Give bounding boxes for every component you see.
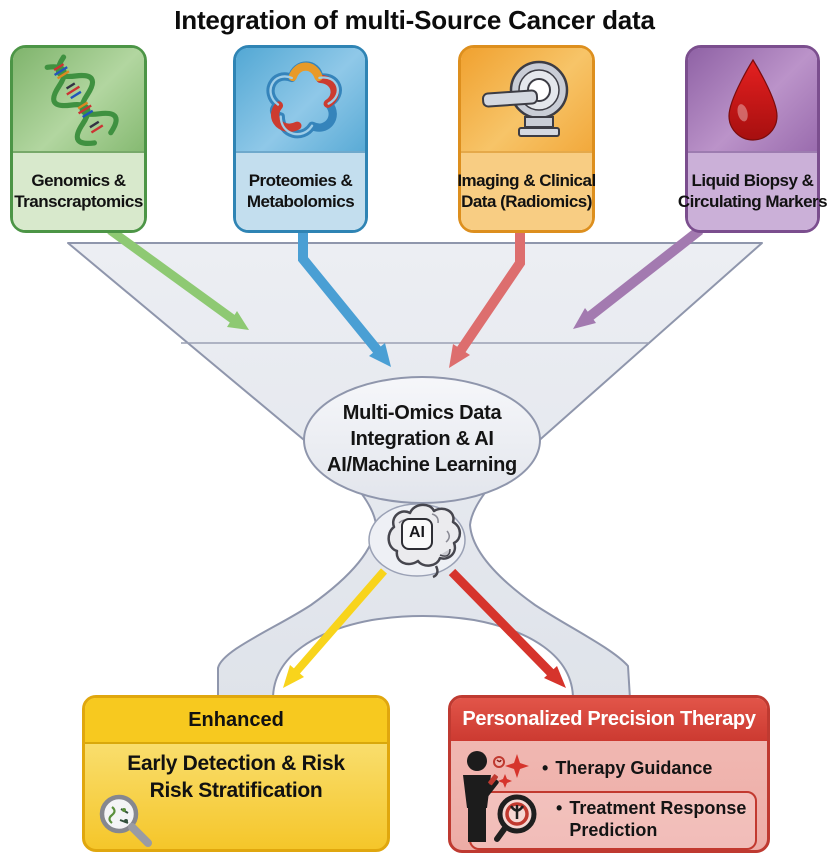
hub-label: Multi-Omics Data Integration & AI AI/Mac… (297, 400, 547, 478)
enhanced-body: Early Detection & Risk Risk Stratificati… (85, 750, 387, 804)
hub-ellipse (303, 376, 541, 504)
therapy-header: Personalized Precision Therapy (451, 698, 767, 741)
blood-drop-icon (688, 48, 817, 151)
enhanced-body-line: Early Detection & Risk (127, 752, 345, 775)
enhanced-header: Enhanced (85, 698, 387, 744)
brain-ai-icon (368, 503, 466, 579)
protein-ribbon-icon (236, 48, 365, 151)
page-title: Integration of multi-Source Cancer data (174, 5, 655, 35)
source-box-liquid-biopsy: Liquid Biopsy & Circulating Markers (678, 45, 828, 233)
bullet-text-line: Treatment Response (569, 798, 747, 818)
hub-label-line: AI/Machine Learning (327, 454, 517, 476)
bullet-text-line: Prediction (569, 820, 658, 840)
therapy-bullet-guidance: • Therapy Guidance (542, 758, 712, 779)
outcome-box-therapy: Personalized Precision Therapy (448, 695, 770, 853)
proteomics-arrow (298, 230, 391, 367)
source-label-line: Metabolomics (246, 191, 355, 211)
source-box-imaging: Imaging & Clinical Data (Radiomics) (457, 45, 596, 233)
bullet-text: Therapy Guidance (555, 758, 713, 778)
source-label-line: Liquid Biopsy & (691, 171, 814, 191)
source-box-proteomics: Proteomies & Metabolomics (233, 45, 368, 233)
ct-scanner-icon (461, 48, 592, 151)
outcome-box-enhanced: Enhanced Early Detection & Risk Risk Str… (82, 695, 390, 852)
magnifier-target-icon (494, 794, 537, 842)
hub-label-line: Multi-Omics Data (342, 402, 502, 424)
hub-label-line: Integration & AI (350, 428, 494, 450)
therapy-bullet-response: • Treatment Response Prediction (556, 797, 746, 841)
ai-badge: AI (409, 524, 425, 541)
source-label-line: Data (Radiomics) (461, 191, 592, 211)
source-box-genomics: Genomics & Transcraptomics (10, 45, 147, 233)
source-label-line: Proteomies & (248, 171, 353, 191)
source-label-line: Circulating Markers (677, 191, 828, 211)
person-sparkle-icon (463, 751, 529, 842)
genomics-arrow (107, 226, 249, 330)
source-label-line: Transcraptomics (14, 191, 143, 211)
bullet-marker: • (542, 758, 549, 778)
imaging-arrow (449, 230, 525, 368)
bullet-text: Treatment Response Prediction (569, 797, 746, 841)
source-label-line: Imaging & Clinical (457, 171, 596, 191)
enhanced-body-line: Risk Stratification (149, 779, 323, 802)
enhanced-arrow (283, 568, 388, 688)
bullet-marker: • (556, 798, 563, 818)
magnifier-dna-icon (99, 794, 152, 847)
source-label-line: Genomics & (31, 171, 126, 191)
therapy-arrow (448, 568, 566, 688)
liquid-biopsy-arrow (573, 226, 704, 329)
dna-helix-icon (13, 48, 144, 151)
